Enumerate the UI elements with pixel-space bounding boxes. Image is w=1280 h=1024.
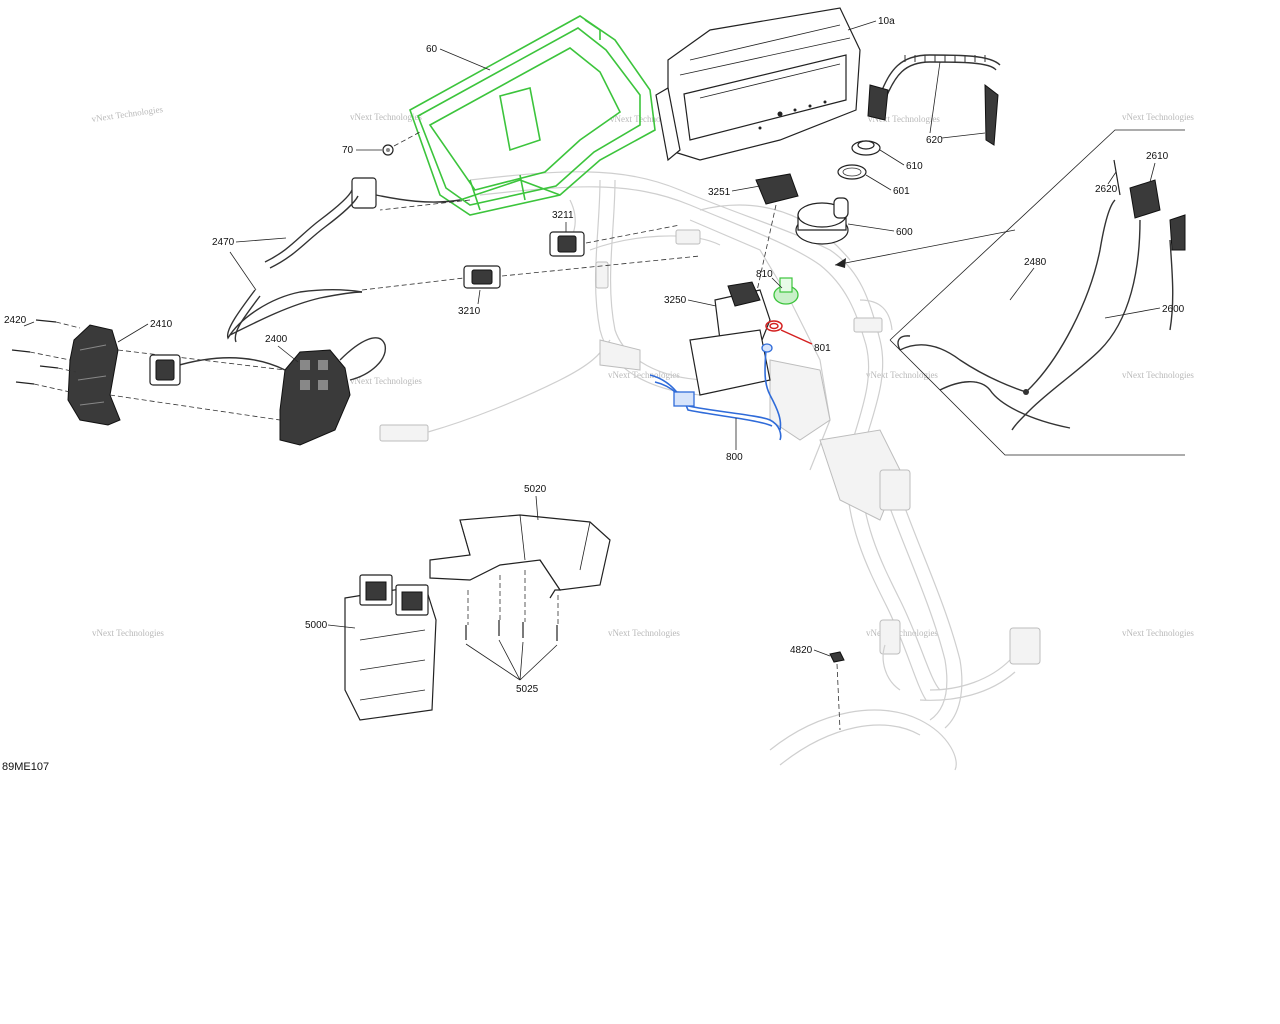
watermark: vNext Technologies [92, 628, 164, 638]
part-10a-cluster[interactable] [655, 7, 861, 162]
part-801-ring[interactable] [765, 320, 813, 345]
part-4820-nut[interactable] [829, 651, 845, 731]
watermark: vNext Technologies [608, 628, 680, 638]
watermark: vNext Technologies [610, 114, 682, 124]
part-600-ignition[interactable] [795, 197, 849, 245]
callout-10a[interactable]: 10a [878, 16, 895, 27]
part-2620-screw[interactable] [1113, 159, 1121, 196]
watermark: vNext Technologies [350, 112, 422, 122]
part-2610-horn[interactable] [1129, 179, 1161, 219]
part-810-relay[interactable] [773, 277, 799, 305]
part-70-grommet[interactable] [382, 131, 421, 156]
callout-810[interactable]: 810 [756, 269, 773, 280]
watermark: vNext Technologies [868, 114, 940, 124]
callout-3210[interactable]: 3210 [458, 306, 481, 317]
connector-bezel[interactable] [351, 177, 471, 211]
callout-5020[interactable]: 5020 [524, 484, 547, 495]
watermark: vNext Technologies [866, 370, 938, 380]
part-3210-connector[interactable] [361, 255, 701, 291]
part-5025-screws[interactable] [465, 570, 559, 681]
callout-5025[interactable]: 5025 [516, 684, 539, 695]
callout-2420[interactable]: 2420 [4, 315, 27, 326]
callout-2620[interactable]: 2620 [1095, 184, 1118, 195]
watermark: vNext Technologies [866, 628, 938, 638]
callout-2610[interactable]: 2610 [1146, 151, 1169, 162]
part-60-bezel[interactable] [409, 15, 656, 216]
part-3250-module[interactable] [689, 281, 771, 396]
part-601-washer[interactable] [837, 164, 867, 180]
callout-601[interactable]: 601 [893, 186, 910, 197]
callout-800[interactable]: 800 [726, 452, 743, 463]
callout-2400[interactable]: 2400 [265, 334, 288, 345]
part-2400-switch[interactable] [149, 337, 386, 446]
watermark: vNext Technologies [608, 370, 680, 380]
callout-3251[interactable]: 3251 [708, 187, 731, 198]
part-5000-ecm[interactable] [344, 574, 437, 721]
part-5020-bracket[interactable] [429, 514, 611, 599]
part-3211-connector[interactable] [549, 224, 681, 257]
callout-3250[interactable]: 3250 [664, 295, 687, 306]
part-2600-wire[interactable] [1011, 214, 1186, 431]
callout-2470[interactable]: 2470 [212, 237, 235, 248]
part-2410-cover[interactable] [67, 324, 121, 426]
callout-5000[interactable]: 5000 [305, 620, 328, 631]
callout-620[interactable]: 620 [926, 135, 943, 146]
part-610-nut[interactable] [851, 140, 881, 156]
watermark: vNext Technologies [1122, 370, 1194, 380]
watermark: vNext Technologies [91, 104, 164, 124]
callout-4820[interactable]: 4820 [790, 645, 813, 656]
callout-2410[interactable]: 2410 [150, 319, 173, 330]
watermark: vNext Technologies [1122, 628, 1194, 638]
watermark: vNext Technologies [350, 376, 422, 386]
part-2470-cable[interactable] [226, 189, 363, 343]
part-3251-cap[interactable] [754, 173, 799, 301]
callout-70[interactable]: 70 [342, 145, 354, 156]
callout-2600[interactable]: 2600 [1162, 304, 1185, 315]
callouts: 10a 60 70 620 610 601 600 3251 3211 3210… [4, 16, 1185, 695]
callout-3211[interactable]: 3211 [552, 210, 574, 221]
part-800-harness[interactable] [649, 343, 782, 441]
callout-600[interactable]: 600 [896, 227, 913, 238]
part-620-lanyard[interactable] [867, 54, 1001, 146]
part-2420-screws[interactable] [11, 319, 286, 421]
callout-801[interactable]: 801 [814, 343, 831, 354]
callout-610[interactable]: 610 [906, 161, 923, 172]
part-2480-wire[interactable] [897, 199, 1116, 429]
drawing-code: 89ME107 [2, 761, 49, 773]
callout-2480[interactable]: 2480 [1024, 257, 1047, 268]
callout-60[interactable]: 60 [426, 44, 438, 55]
ghost-frame [379, 171, 1041, 771]
watermark: vNext Technologies [1122, 112, 1194, 122]
watermarks: vNext Technologies vNext Technologies vN… [91, 104, 1195, 638]
inset-frame [834, 129, 1185, 456]
